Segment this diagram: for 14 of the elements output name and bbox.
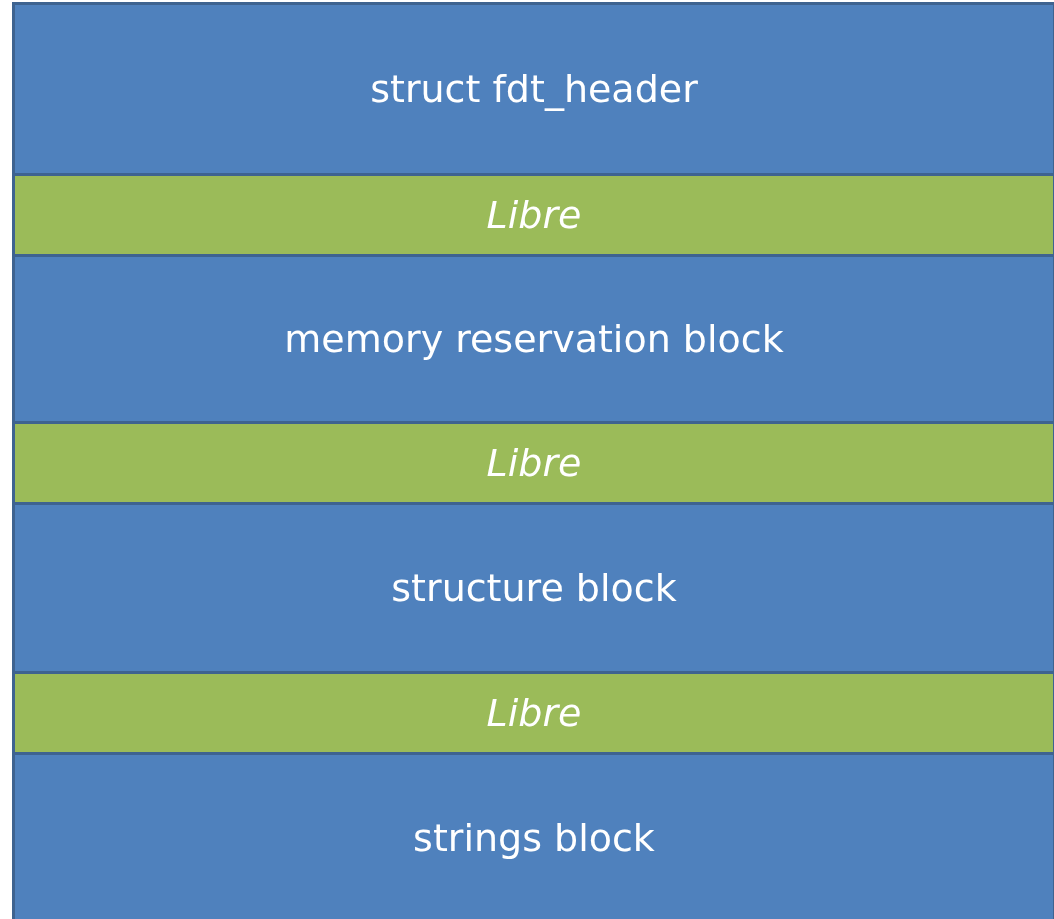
memory-block-band [12, 502, 1054, 674]
block-label: strings block [413, 816, 655, 860]
block-label: struct fdt_header [370, 67, 698, 111]
free-space-band [12, 671, 1054, 755]
free-space-label: Libre [486, 441, 582, 485]
free-space-label: Libre [486, 691, 582, 735]
memory-block-band [12, 2, 1054, 176]
free-space-band [12, 173, 1054, 257]
block-label: structure block [391, 566, 677, 610]
memory-block-band [12, 254, 1054, 424]
free-space-label: Libre [486, 193, 582, 237]
free-space-band [12, 421, 1054, 505]
memory-block-band [12, 752, 1054, 919]
block-label: memory reservation block [284, 317, 784, 361]
